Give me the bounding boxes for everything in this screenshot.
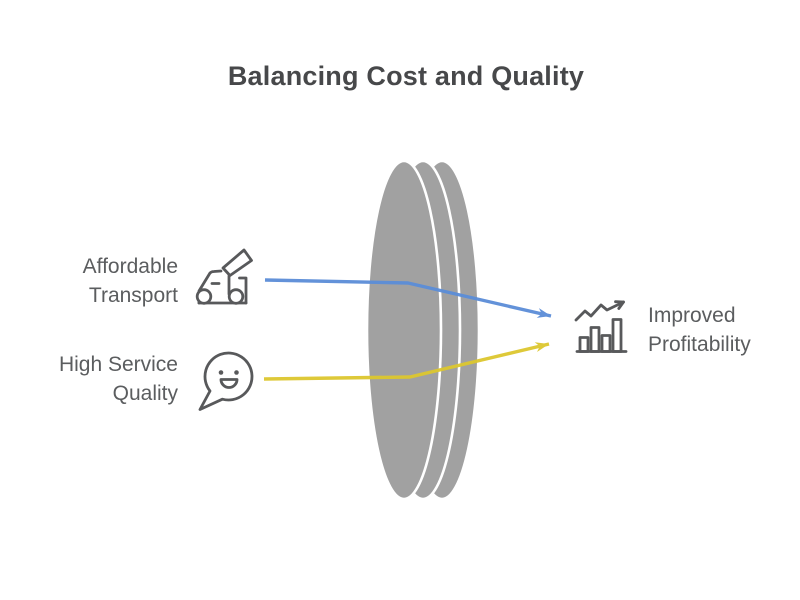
label-improved-profitability-line1: Improved: [648, 304, 736, 327]
chart-trend-arrowhead: [614, 300, 625, 310]
label-affordable-transport-line1: Affordable: [82, 255, 178, 278]
smiley-mouth: [219, 378, 239, 389]
chart-bar-2: [589, 326, 601, 353]
truck-megaphone-icon: [195, 248, 253, 305]
truck-rear-wheel: [227, 288, 245, 305]
label-improved-profitability-line2: Profitability: [648, 333, 751, 356]
label-high-service-quality: High Service Quality: [38, 350, 178, 408]
smiley-icon-strokes: [198, 351, 254, 411]
affordable-transport-connector: [264, 278, 552, 318]
diagram-title: Balancing Cost and Quality: [227, 61, 585, 91]
bar-chart-icon-strokes: [574, 300, 628, 353]
lens-layer-front: [365, 159, 443, 501]
speech-bubble-outline: [198, 351, 254, 411]
chart-bar-3: [600, 334, 612, 353]
label-high-service-quality-line1: High Service: [58, 353, 178, 376]
smiley-left-eye: [218, 370, 224, 375]
truck-tail-edge: [238, 276, 248, 305]
smiley-speech-bubble-icon: [198, 351, 254, 411]
chart-bar-1: [578, 336, 590, 353]
megaphone-horn: [221, 248, 253, 277]
chart-bar-4: [611, 318, 623, 353]
truck-cab-outline: [197, 269, 223, 305]
chart-trend-zigzag: [574, 300, 625, 322]
label-affordable-transport-line2: Transport: [88, 284, 178, 307]
high-service-quality-connector: [263, 342, 550, 381]
label-improved-profitability: Improved Profitability: [648, 301, 800, 359]
growth-bar-chart-icon: [574, 300, 628, 353]
lens-disc: [365, 159, 481, 501]
label-high-service-quality-line2: Quality: [112, 382, 178, 405]
smiley-right-eye: [234, 370, 239, 375]
label-affordable-transport: Affordable Transport: [38, 252, 178, 310]
truck-front-wheel: [195, 288, 213, 305]
truck-megaphone-icon-strokes: [195, 248, 253, 305]
